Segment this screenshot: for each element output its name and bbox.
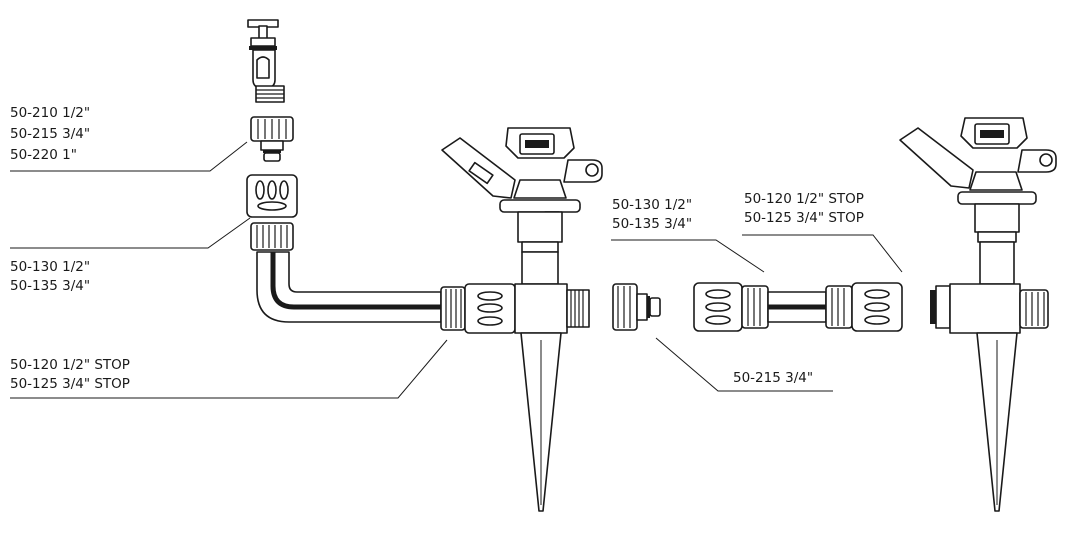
impulse-sprinkler-left: [441, 127, 603, 512]
hose-connector-middle: [693, 282, 903, 332]
stop-connector-right-label-2: 50-125 3/4" STOP: [744, 210, 864, 226]
stop-connector-right-label-1: 50-120 1/2" STOP: [744, 191, 864, 207]
stop-connector-left-label-2: 50-125 3/4" STOP: [10, 376, 130, 392]
leader-lines: [10, 141, 903, 399]
hose-connector-left-label-1: 50-130 1/2": [10, 259, 90, 275]
faucet-adapter-label-3: 50-220 1": [10, 147, 77, 163]
stop-connector-left: [440, 283, 516, 334]
hose-connector-left-label-2: 50-135 3/4": [10, 278, 90, 294]
stop-connector-left-label-1: 50-120 1/2" STOP: [10, 357, 130, 373]
hose-connector-mid-label-1: 50-130 1/2": [612, 197, 692, 213]
impulse-sprinkler-right: [899, 117, 1057, 512]
hose: [256, 251, 442, 323]
spike-adapter-label: 50-215 3/4": [733, 370, 813, 386]
faucet-adapter-label-2: 50-215 3/4": [10, 126, 90, 142]
hose-connector-vertical: [246, 174, 298, 251]
faucet-adapter: [250, 116, 294, 162]
hose-connector-mid-label-2: 50-135 3/4": [612, 216, 692, 232]
spike-adapter: [612, 283, 661, 331]
faucet-adapter-label-1: 50-210 1/2": [10, 105, 90, 121]
faucet: [247, 19, 285, 103]
